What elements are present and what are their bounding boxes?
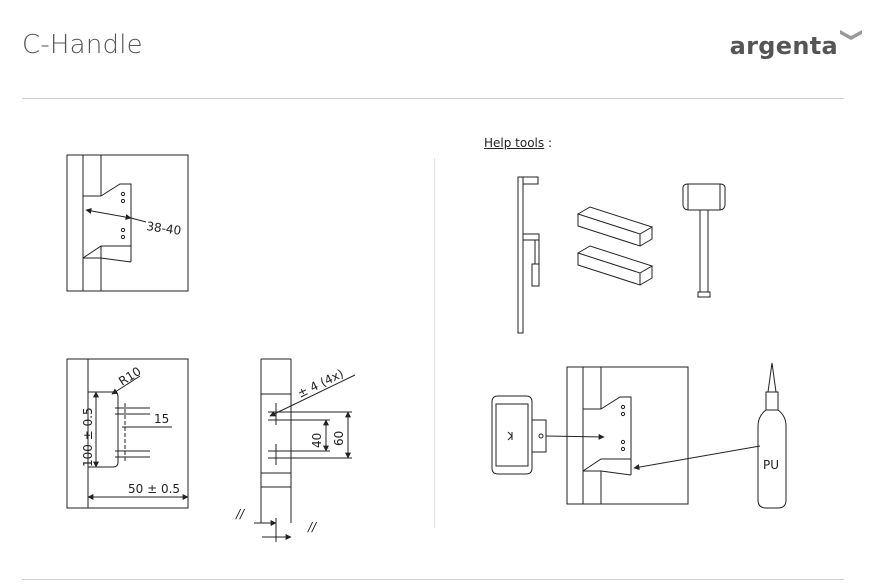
fig3-handle-side xyxy=(254,358,356,542)
help-tools-label: Help tools xyxy=(484,136,545,150)
fig2-height-label: 100 ± 0.5 xyxy=(81,407,95,467)
door-edge-assembly xyxy=(545,366,761,505)
footer-divider xyxy=(22,579,844,580)
fig3-inner-label: 40 xyxy=(310,433,324,448)
fig1-dimension-label: 38-40 xyxy=(146,219,182,238)
wood-block-bottom-icon xyxy=(576,245,654,286)
pu-glue-bottle-icon xyxy=(757,362,787,509)
fig3-parallel-mark-right: // xyxy=(307,520,318,534)
brand-logo: argenta xyxy=(729,30,862,62)
drill-template-icon xyxy=(491,395,547,475)
pu-glue-label: PU xyxy=(763,458,779,472)
fig2-radius-label: R10 xyxy=(116,364,143,388)
fig2-width-label: 50 ± 0.5 xyxy=(128,482,180,496)
clamp-tool-icon xyxy=(517,176,540,334)
help-tools-heading: Help tools : xyxy=(484,136,552,150)
column-divider xyxy=(434,158,435,528)
fig2-hole-offset-label: 15 xyxy=(154,412,169,426)
fig1-handle-perspective xyxy=(66,154,189,292)
wood-block-top-icon xyxy=(576,206,654,247)
fig3-parallel-mark-left: // xyxy=(235,507,246,521)
header-divider xyxy=(22,98,844,99)
brand-chevron-icon xyxy=(840,30,862,40)
help-tools-colon: : xyxy=(547,136,553,150)
fig2-handle-front xyxy=(66,358,189,509)
fig3-outer-label: 60 xyxy=(332,431,346,446)
brand-name: argenta xyxy=(729,32,838,60)
page-title: C-Handle xyxy=(22,30,143,60)
mallet-tool-icon xyxy=(682,183,726,298)
